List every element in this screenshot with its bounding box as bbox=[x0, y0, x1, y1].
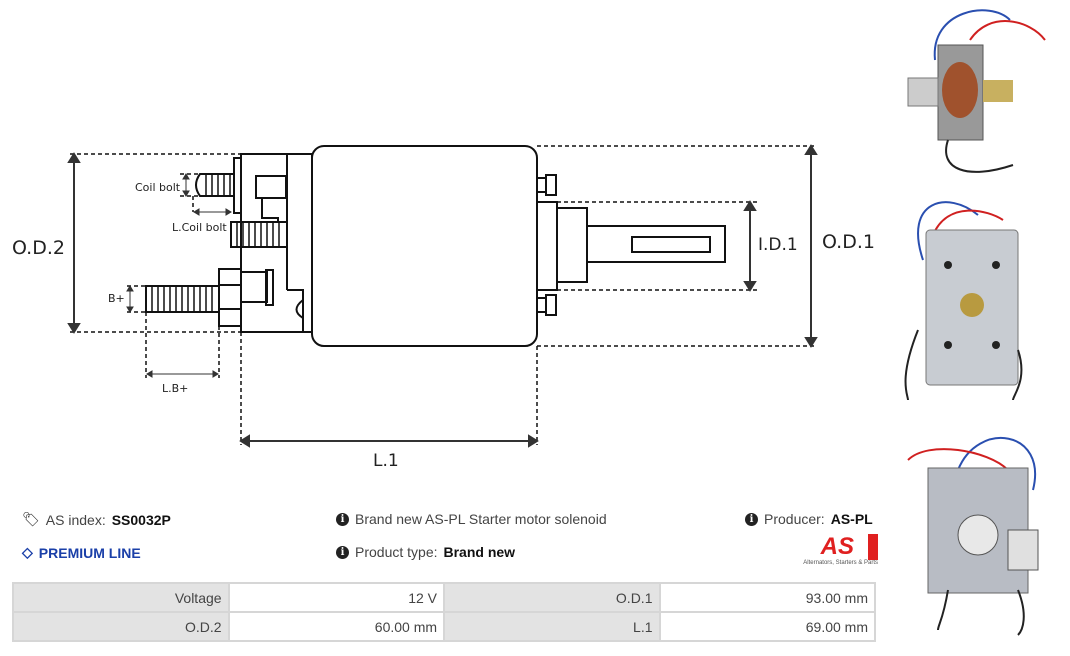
l-b-plus-label: L.B+ bbox=[162, 382, 188, 395]
product-photos bbox=[904, 9, 1046, 636]
as-index-value: SS0032P bbox=[111, 511, 171, 528]
spec-label: Voltage bbox=[12, 582, 230, 613]
description-text: Brand new AS-PL Starter motor solenoid bbox=[355, 511, 607, 527]
producer-value: AS-PL bbox=[830, 511, 873, 527]
producer-label: Producer: bbox=[764, 511, 825, 527]
product-type-label: Product type: bbox=[355, 544, 438, 560]
producer: i Producer: AS-PL bbox=[745, 511, 873, 527]
photo-back bbox=[907, 436, 1039, 636]
description: i Brand new AS-PL Starter motor solenoid bbox=[336, 511, 607, 527]
photo-front bbox=[904, 201, 1023, 401]
diamond-icon: ◇ bbox=[22, 544, 33, 560]
table-row: Voltage 12 V O.D.1 93.00 mm bbox=[12, 582, 876, 613]
product-type-value: Brand new bbox=[443, 544, 516, 560]
info-icon: i bbox=[336, 512, 349, 526]
coil-bolt-label: Coil bolt bbox=[135, 181, 181, 194]
spec-label: O.D.1 bbox=[443, 582, 661, 613]
spec-value: 60.00 mm bbox=[227, 611, 446, 642]
specs-table: Voltage 12 V O.D.1 93.00 mm O.D.2 60.00 … bbox=[12, 582, 876, 642]
l-coil-bolt-label: L.Coil bolt bbox=[172, 221, 227, 234]
product-type: i Product type: Brand new bbox=[336, 544, 515, 560]
od2-label: O.D.2 bbox=[12, 237, 65, 259]
premium-line-label: PREMIUM LINE bbox=[38, 544, 141, 561]
premium-line-link[interactable]: ◇ PREMIUM LINE bbox=[22, 544, 141, 561]
photo-side bbox=[907, 9, 1046, 173]
spec-label: L.1 bbox=[443, 611, 661, 642]
table-row: O.D.2 60.00 mm L.1 69.00 mm bbox=[12, 611, 876, 642]
logo-mark: AS bbox=[780, 534, 878, 560]
spec-value: 93.00 mm bbox=[658, 582, 876, 613]
as-pl-logo: AS Alternators, Starters & Parts bbox=[780, 534, 878, 566]
info-icon: i bbox=[745, 512, 758, 526]
od1-label: O.D.1 bbox=[822, 231, 875, 253]
spec-label: O.D.2 bbox=[12, 611, 230, 642]
id1-label: I.D.1 bbox=[758, 235, 798, 255]
tag-icon: 🏷︎ bbox=[22, 511, 40, 527]
logo-tagline: Alternators, Starters & Parts bbox=[803, 560, 878, 566]
as-index-label: AS index: bbox=[45, 511, 106, 528]
b-plus-label: B+ bbox=[108, 292, 125, 305]
spec-value: 12 V bbox=[227, 582, 446, 613]
spec-value: 69.00 mm bbox=[658, 611, 876, 642]
technical-drawing: O.D.2 O.D.1 I.D.1 L.1 Coil bolt L.Coil b… bbox=[12, 144, 875, 471]
as-index: 🏷︎ AS index: SS0032P bbox=[22, 511, 171, 528]
info-icon: i bbox=[336, 545, 349, 559]
l1-label: L.1 bbox=[373, 451, 399, 471]
